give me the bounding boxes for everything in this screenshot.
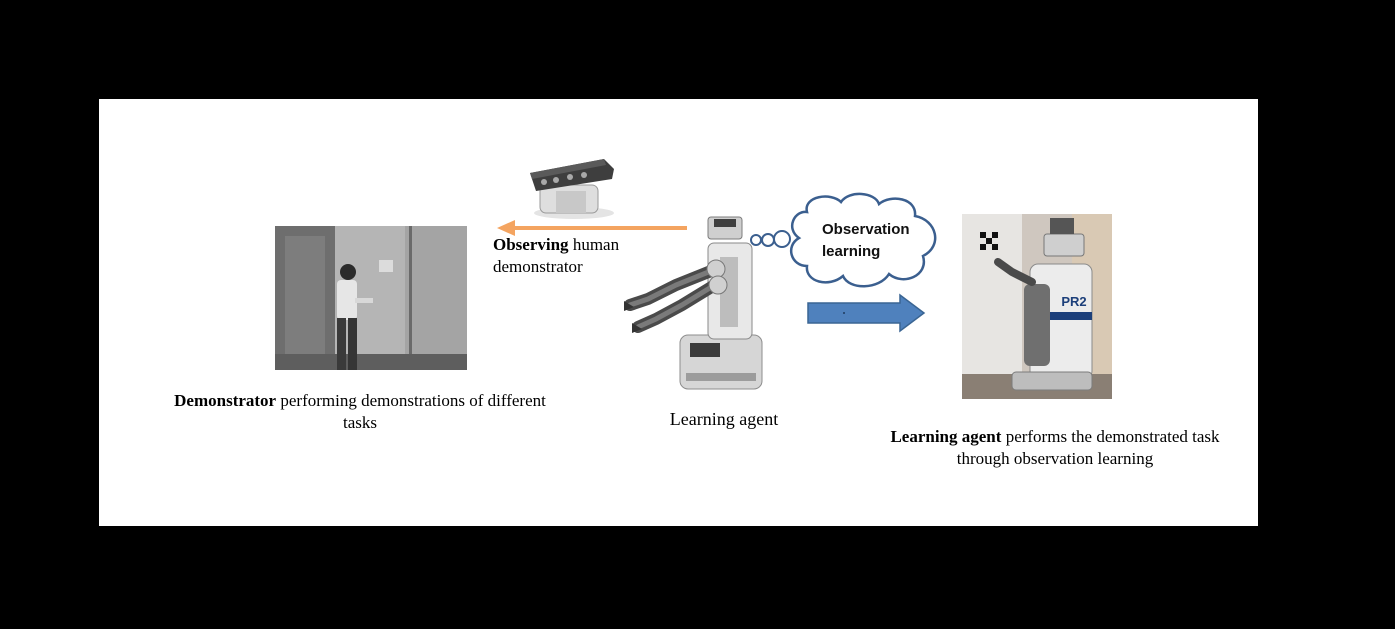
agent-label: Learning agent — [669, 409, 779, 429]
result-caption-line2: through observation learning — [956, 449, 1154, 468]
result-caption-bold: Learning agent — [890, 427, 1002, 446]
thought-bubble-text: Observation learning — [822, 219, 932, 263]
pr2-badge: PR2 — [1061, 294, 1086, 309]
result-caption-line1: performs the demonstrated task — [1001, 427, 1220, 446]
learn-arrow — [807, 293, 926, 333]
demonstrator-caption: Demonstrator performing demonstrations o… — [140, 390, 580, 434]
demonstrator-photo — [275, 226, 467, 370]
pr2-robot-icon — [624, 216, 763, 390]
observing-label-bold: Observing — [493, 235, 569, 254]
demonstrator-caption-bold: Demonstrator — [174, 391, 277, 410]
thought-line2: learning — [822, 243, 881, 260]
checkerboard — [980, 232, 998, 250]
demonstrator-caption-line2: tasks — [343, 413, 377, 432]
observe-arrow — [497, 220, 687, 236]
demonstrator-caption-line1: performing demonstrations of different — [276, 391, 546, 410]
observing-label-line2: demonstrator — [493, 257, 583, 276]
result-caption: Learning agent performs the demonstrated… — [850, 426, 1260, 470]
camera-sensor-icon — [530, 159, 614, 219]
observing-label: Observing human demonstrator — [493, 234, 663, 278]
thought-line1: Observation — [822, 221, 910, 238]
thought-bubble-icon — [750, 192, 937, 288]
observing-label-line1: human — [568, 235, 620, 254]
result-photo: PR2 — [962, 214, 1112, 399]
